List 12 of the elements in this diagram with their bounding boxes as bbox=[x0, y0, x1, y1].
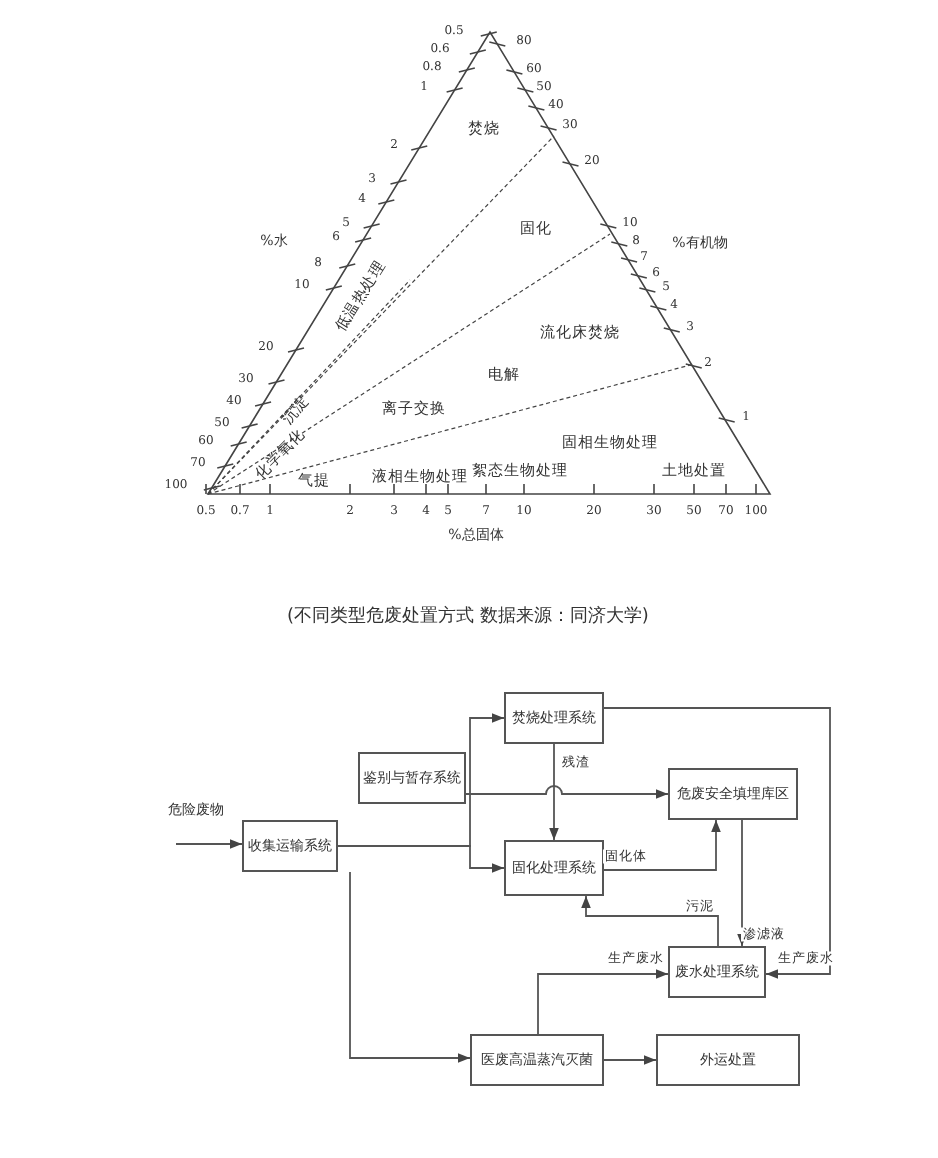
arrow bbox=[175, 839, 243, 849]
arrow bbox=[581, 895, 719, 947]
arrow bbox=[549, 743, 559, 841]
arrow bbox=[537, 969, 669, 1035]
arrow bbox=[603, 819, 721, 871]
arrow bbox=[337, 845, 505, 873]
arrow bbox=[349, 871, 471, 1063]
caption: (不同类型危废处置方式 数据来源：同济大学) bbox=[287, 609, 649, 627]
arrow bbox=[603, 1055, 657, 1065]
arrow bbox=[603, 707, 831, 979]
arrow bbox=[737, 819, 747, 947]
arrow bbox=[465, 785, 669, 799]
